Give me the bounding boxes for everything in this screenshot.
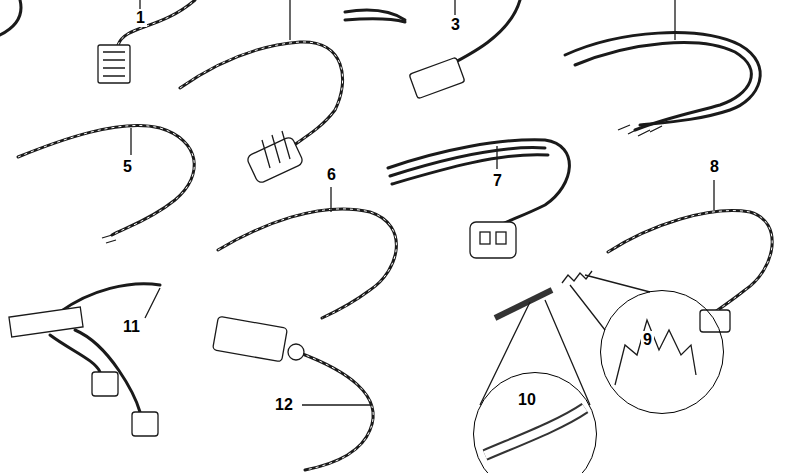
callout-number: 12: [273, 396, 295, 414]
callout-number: 7: [491, 172, 504, 190]
callout-number: 11: [121, 318, 142, 336]
magnifier-circle: 10: [473, 372, 597, 473]
callout-number: 1: [134, 9, 147, 27]
callout-number: 5: [121, 158, 134, 176]
callout-number: 8: [708, 158, 721, 176]
magnifier-circle: 9: [600, 290, 724, 414]
callout-number: 9: [641, 331, 654, 349]
callout-number: 3: [449, 16, 462, 34]
callout-number: 10: [516, 391, 538, 409]
callout-number: 6: [325, 166, 338, 184]
